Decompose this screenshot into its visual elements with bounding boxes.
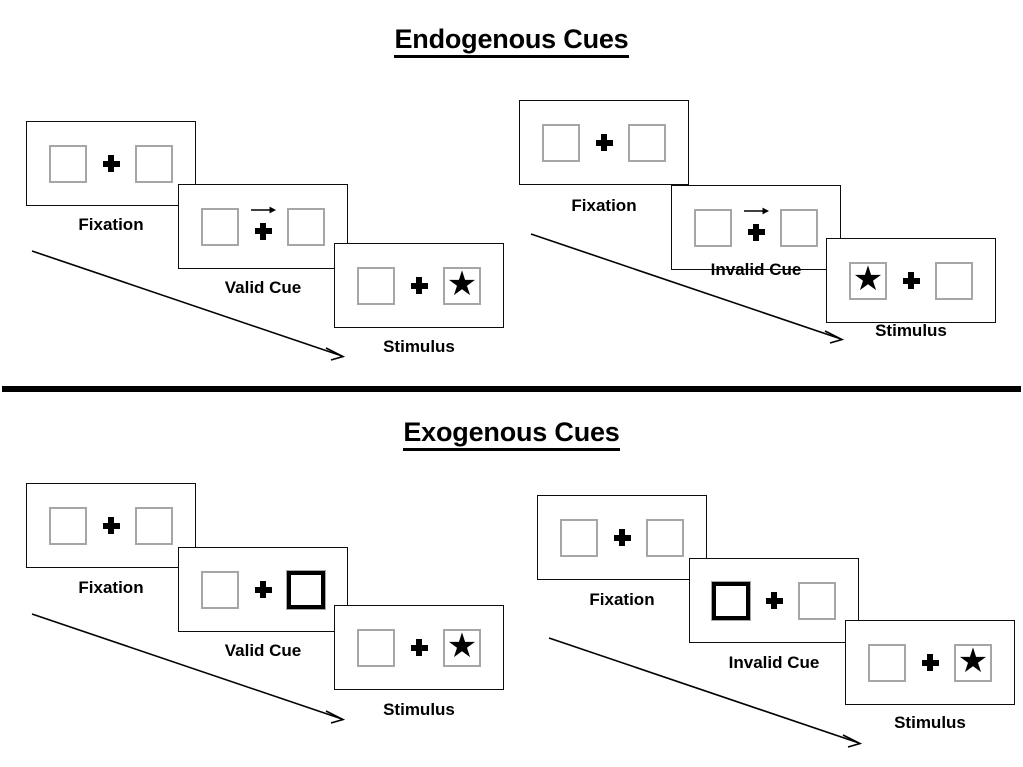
frame-exogenous-invalid-cue (689, 558, 859, 643)
fixation-cross-icon (102, 517, 120, 534)
stage-label-endogenous-invalid-fixation: Fixation (571, 196, 637, 215)
fixation-area (732, 206, 780, 250)
fixation-cross-icon (747, 223, 765, 241)
frame-exogenous-valid-fixation (26, 483, 196, 568)
frame-endogenous-invalid-fixation (519, 100, 689, 185)
fixation-cross-icon (765, 592, 783, 609)
placeholder-box-left (868, 643, 906, 682)
fixation-cross-icon (410, 277, 428, 294)
section-title-exogenous: Exogenous Cues (0, 417, 1023, 451)
frame-endogenous-valid-stimulus: ★ (334, 243, 504, 328)
stage-label-exogenous-invalid-fixation: Fixation (589, 590, 655, 609)
fixation-area (887, 259, 935, 303)
frame-exogenous-valid-cue (178, 547, 348, 632)
section-divider (2, 386, 1021, 392)
placeholder-box-left (542, 123, 580, 162)
placeholder-box-right-target: ★ (954, 642, 992, 682)
fixation-cross-icon (410, 639, 428, 656)
frame-endogenous-invalid-stimulus: ★ (826, 238, 996, 323)
frame-endogenous-invalid-cue (671, 185, 841, 270)
star-icon: ★ (446, 627, 478, 665)
stage-label-endogenous-valid-cue: Valid Cue (224, 278, 302, 297)
frame-exogenous-valid-stimulus: ★ (334, 605, 504, 690)
arrow-right-cue-icon (251, 206, 277, 213)
section-title-exogenous-text: Exogenous Cues (403, 417, 620, 451)
fixation-cross-icon (921, 654, 939, 671)
placeholder-box-right (628, 123, 666, 162)
fixation-area (239, 568, 287, 612)
fixation-cross-icon (254, 222, 272, 240)
stage-label-exogenous-valid-cue: Valid Cue (224, 641, 302, 660)
fixation-area (87, 142, 135, 186)
frame-endogenous-valid-cue (178, 184, 348, 269)
star-icon: ★ (957, 642, 989, 680)
fixation-area (239, 205, 287, 249)
placeholder-box-left-cued (711, 580, 751, 621)
stage-label-exogenous-valid-stimulus: Stimulus (383, 700, 455, 719)
placeholder-box-left (560, 518, 598, 557)
stage-label-endogenous-invalid-stimulus: Stimulus (875, 321, 947, 340)
fixation-area (580, 121, 628, 165)
frame-exogenous-invalid-fixation (537, 495, 707, 580)
stage-label-exogenous-invalid-stimulus: Stimulus (894, 713, 966, 732)
placeholder-box-right (287, 207, 325, 246)
placeholder-box-right-target: ★ (443, 627, 481, 667)
time-arrow-exogenous-invalid (548, 637, 863, 748)
stage-label-exogenous-invalid-cue: Invalid Cue (728, 653, 820, 672)
fixation-area (395, 264, 443, 308)
fixation-area (395, 626, 443, 670)
stage-label-endogenous-valid-fixation: Fixation (78, 215, 144, 234)
placeholder-box-right (798, 581, 836, 620)
time-arrow-exogenous-valid (31, 613, 346, 724)
section-title-endogenous: Endogenous Cues (0, 24, 1023, 58)
fixation-area (87, 504, 135, 548)
fixation-area (906, 641, 954, 685)
placeholder-box-right (780, 208, 818, 247)
placeholder-box-left (357, 628, 395, 667)
placeholder-box-left (49, 144, 87, 183)
fixation-cross-icon (102, 155, 120, 172)
placeholder-box-right-cued (286, 569, 326, 610)
arrow-right-cue-icon (744, 207, 770, 214)
placeholder-box-right (135, 506, 173, 545)
fixation-cross-icon (613, 529, 631, 546)
fixation-cross-icon (254, 581, 272, 598)
placeholder-box-left (201, 207, 239, 246)
star-icon: ★ (852, 260, 884, 298)
placeholder-box-right (935, 261, 973, 300)
fixation-cross-icon (902, 272, 920, 289)
frame-endogenous-valid-fixation (26, 121, 196, 206)
frame-exogenous-invalid-stimulus: ★ (845, 620, 1015, 705)
star-icon: ★ (446, 265, 478, 303)
time-arrow-endogenous-valid (31, 250, 346, 361)
fixation-area (750, 579, 798, 623)
placeholder-box-right (646, 518, 684, 557)
time-arrow-endogenous-invalid (530, 233, 845, 344)
placeholder-box-left-target: ★ (849, 260, 887, 300)
placeholder-box-right (135, 144, 173, 183)
placeholder-box-left (201, 570, 239, 609)
stage-label-exogenous-valid-fixation: Fixation (78, 578, 144, 597)
stage-label-endogenous-valid-stimulus: Stimulus (383, 337, 455, 356)
fixation-area (598, 516, 646, 560)
placeholder-box-left (694, 208, 732, 247)
placeholder-box-left (49, 506, 87, 545)
stage-label-endogenous-invalid-cue: Invalid Cue (710, 260, 802, 279)
placeholder-box-left (357, 266, 395, 305)
placeholder-box-right-target: ★ (443, 265, 481, 305)
fixation-cross-icon (595, 134, 613, 151)
section-title-endogenous-text: Endogenous Cues (394, 24, 629, 58)
